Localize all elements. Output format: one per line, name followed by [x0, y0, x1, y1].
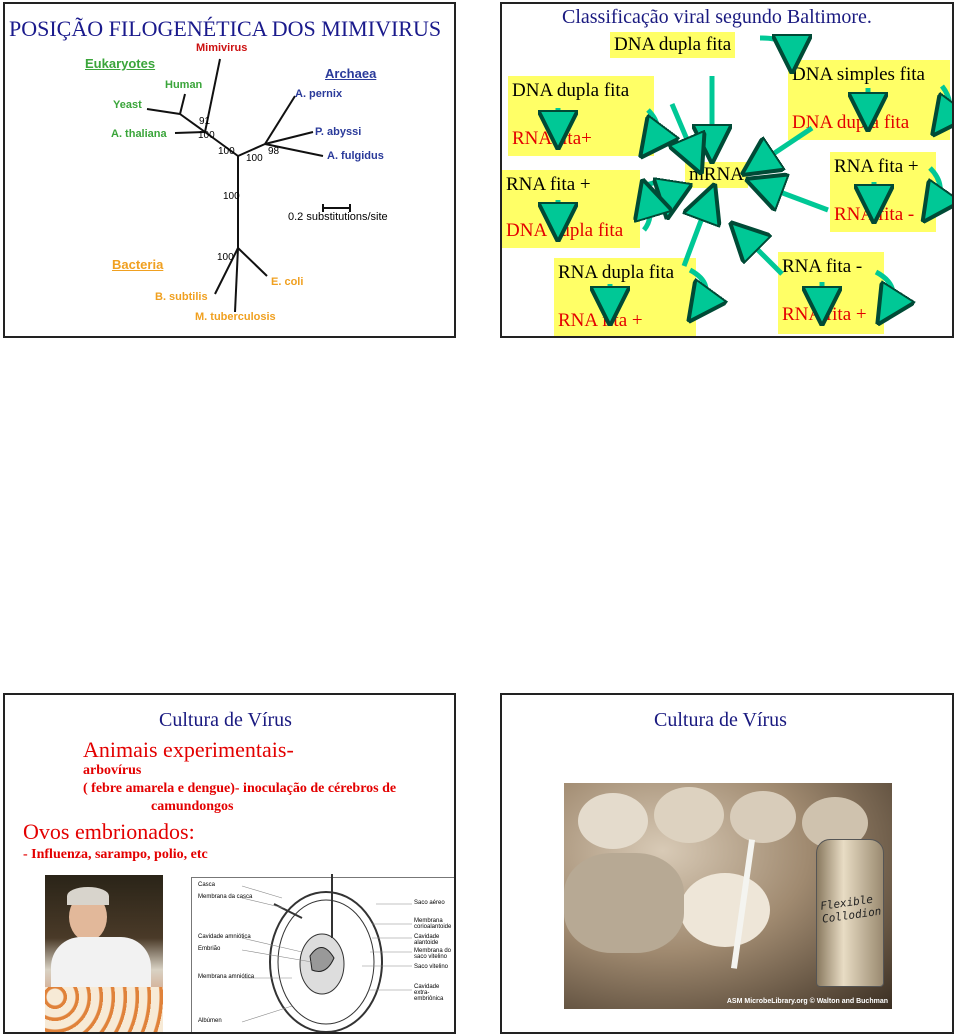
bootstrap-value: 100 [198, 130, 215, 141]
taxon-subtilis: B. subtilis [155, 291, 208, 303]
taxon-pernix: A. pernix [295, 88, 343, 100]
diagram-label: Membrana corioalantoide [414, 918, 452, 930]
bootstrap-value: 100 [218, 146, 235, 157]
box-left1: DNA dupla fita RNA fita+ [508, 76, 654, 156]
tree-branch [264, 131, 314, 145]
tree-branch [179, 113, 206, 133]
diagram-label: Saco aéreo [414, 900, 445, 906]
slide-virus-culture-1: Cultura de Vírus Animais experimentais- … [3, 693, 456, 1034]
diagram-label: Cavidade extra-embriônica [414, 984, 444, 1002]
tree-branch [264, 143, 324, 157]
tree-branch [237, 247, 268, 277]
bootstrap-value: 98 [268, 146, 280, 157]
bootstrap-value: 100 [223, 191, 240, 202]
taxon-thaliana: A. thaliana [111, 128, 167, 140]
egg-inoculation-photo: Flexible Collodion ASM MicrobeLibrary.or… [564, 783, 892, 1009]
bottle-label: Flexible Collodion [819, 892, 883, 926]
arrow-bottom1-to-mrna [681, 202, 708, 267]
egg-diagram: Casca Membrana da casca Cavidade amnióti… [191, 874, 454, 1032]
tree-branch [234, 247, 239, 313]
group-archaea: Archaea [325, 66, 377, 81]
arrow-curve-top [759, 38, 792, 54]
tree-branch [174, 131, 206, 134]
diagram-label: Saco vitelino [414, 964, 449, 970]
diagram-label: Membrana do saco vitelino [414, 948, 452, 960]
slide-phylogeny: POSIÇÃO FILOGENÉTICA DOS MIMIVIRUS Mimiv… [3, 2, 456, 338]
slide-title: Cultura de Vírus [654, 709, 787, 731]
egg-shape [654, 787, 724, 843]
diagram-label: Embrião [198, 946, 221, 952]
tree-branch [204, 58, 221, 133]
arrow-right1-to-mrna [758, 125, 814, 164]
slide-baltimore: Classificação viral segundo Baltimore. D… [500, 2, 954, 338]
group-eukaryotes: Eukaryotes [85, 56, 156, 71]
camundongos-text: camundongos [151, 799, 234, 814]
arrow-curve-left2b [644, 198, 650, 232]
arbovirus-text: arbovírus [83, 763, 142, 778]
diagram-label: Casca [198, 882, 216, 888]
taxon-tuberculosis: M. tuberculosis [195, 311, 276, 323]
baltimore-arrows [502, 4, 954, 338]
tree-branch [179, 93, 186, 115]
tree-branch [264, 95, 296, 145]
egg-shape [730, 791, 796, 843]
box-right1-top: DNA simples fita [792, 64, 925, 85]
group-bacteria: Bacteria [112, 257, 164, 272]
arrow-curve-bottom2 [874, 269, 893, 308]
photo-credit: ASM MicrobeLibrary.org © Walton and Buch… [726, 998, 888, 1005]
egg-shape [578, 793, 648, 849]
diagram-label: Albúmen [198, 1018, 222, 1024]
egg-diagram-svg [241, 874, 412, 1032]
tree-branch [204, 131, 239, 157]
phylogenetic-tree [146, 58, 351, 313]
arrow-left1-to-mrna [672, 103, 694, 156]
box-top-center: DNA dupla fita [610, 32, 736, 58]
tree-branch [237, 143, 266, 157]
diagram-label: Membrana da casca [198, 894, 253, 900]
scale-label: 0.2 substitutions/site [288, 211, 388, 223]
taxon-fulgidus: A. fulgidus [327, 150, 384, 162]
box-left2-top: RNA fita + [506, 174, 591, 195]
bootstrap-value: 100 [246, 153, 263, 164]
box-bottom2-top: RNA fita - [782, 256, 863, 277]
slide-virus-culture-2: Cultura de Vírus Flexible Collodion ASM … [500, 693, 954, 1034]
collodion-bottle: Flexible Collodion [816, 839, 884, 987]
arrow-curve-left1 [648, 108, 657, 142]
tree-branch [146, 108, 181, 115]
box-bottom1-top: RNA dupla fita [558, 262, 675, 283]
diagram-label: Cavidade alantoide [414, 934, 440, 946]
slide-title: Classificação viral segundo Baltimore. [562, 6, 872, 28]
box-right2-top: RNA fita + [834, 156, 919, 177]
gloved-hand [564, 853, 684, 953]
slide-title: Cultura de Vírus [159, 709, 292, 731]
person-hair [67, 887, 109, 905]
egg-tray [45, 987, 163, 1032]
egg-shape [680, 873, 770, 947]
taxon-human: Human [165, 79, 203, 91]
arrow-bottom2-to-mrna [744, 236, 784, 276]
arrow-curve-right1 [942, 84, 950, 120]
tree-branch [214, 247, 239, 295]
box-left1-top: DNA dupla fita [512, 80, 630, 101]
bootstrap-value: 100 [217, 252, 234, 263]
taxon-abyssi: P. abyssi [315, 126, 362, 138]
arrow-curve-bottom1 [690, 267, 706, 306]
ovos-heading: Ovos embrionados: [23, 819, 195, 844]
diagram-label: Membrana amniótica [198, 974, 255, 980]
diagram-label: Cavidade amniótica [198, 934, 251, 940]
taxon-mimivirus: Mimivirus [196, 42, 248, 54]
taxon-coli: E. coli [271, 276, 304, 288]
bootstrap-value: 91 [199, 116, 211, 127]
scientist-photo [45, 875, 163, 1032]
arrow-curve-left2 [643, 182, 670, 200]
febre-text: ( febre amarela e dengue)- inoculação de… [83, 781, 397, 796]
arrow-right2-to-mrna [764, 186, 829, 213]
arrow-curve-right2 [930, 166, 940, 206]
animals-heading: Animais experimentais- [83, 737, 294, 762]
taxon-yeast: Yeast [113, 99, 142, 111]
slide-title: POSIÇÃO FILOGENÉTICA DOS MIMIVIRUS [9, 16, 442, 41]
influenza-text: - Influenza, sarampo, polio, etc [23, 847, 208, 862]
